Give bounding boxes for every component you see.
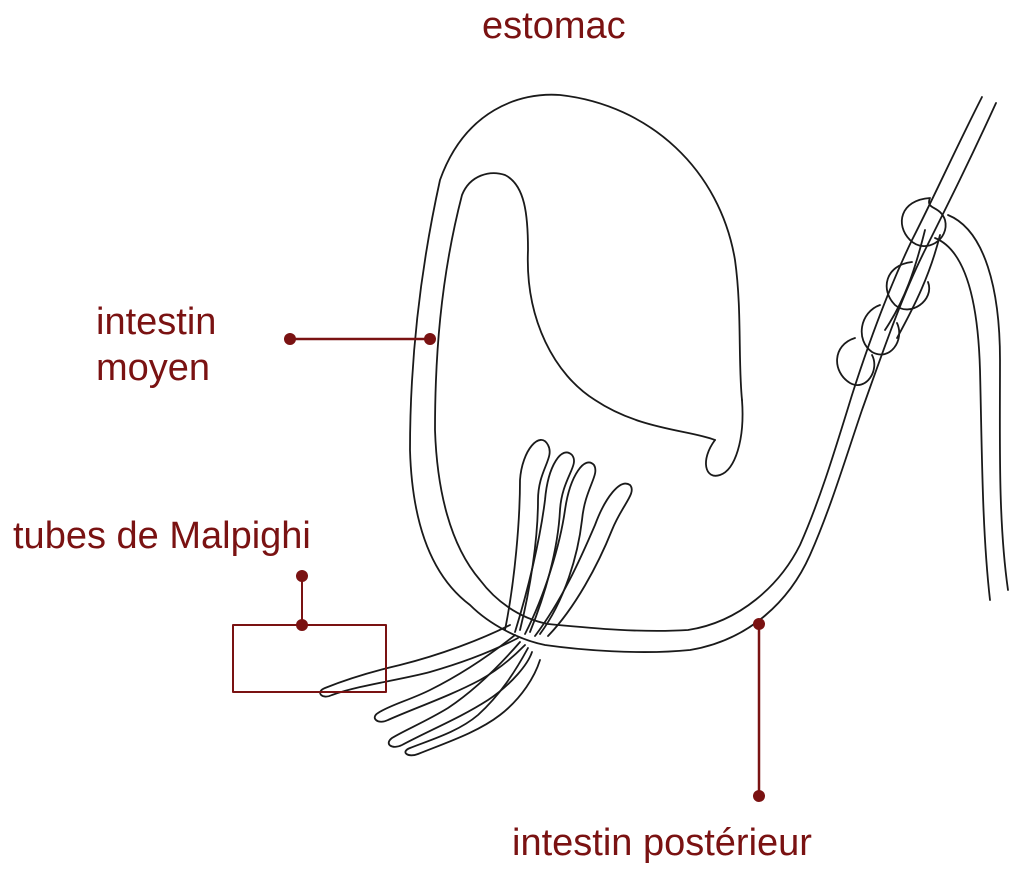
label-intestin-moyen-line2: moyen (96, 345, 216, 391)
leader-intestin-posterieur (753, 618, 765, 802)
leader-tubes-malpighi (233, 570, 386, 692)
gut-outer-wall (410, 95, 996, 652)
label-intestin-moyen: intestin moyen (96, 299, 216, 391)
label-intestin-moyen-line1: intestin (96, 299, 216, 345)
coiled-tube (837, 198, 946, 385)
malpighian-tubules (320, 440, 632, 755)
hindgut-tube-inner (935, 238, 990, 600)
label-estomac: estomac (482, 3, 626, 49)
label-tubes-de-malpighi: tubes de Malpighi (13, 513, 311, 559)
leader-intestin-moyen (284, 333, 436, 345)
label-intestin-posterieur: intestin postérieur (512, 820, 812, 866)
hindgut-tube-outer (948, 215, 1008, 590)
